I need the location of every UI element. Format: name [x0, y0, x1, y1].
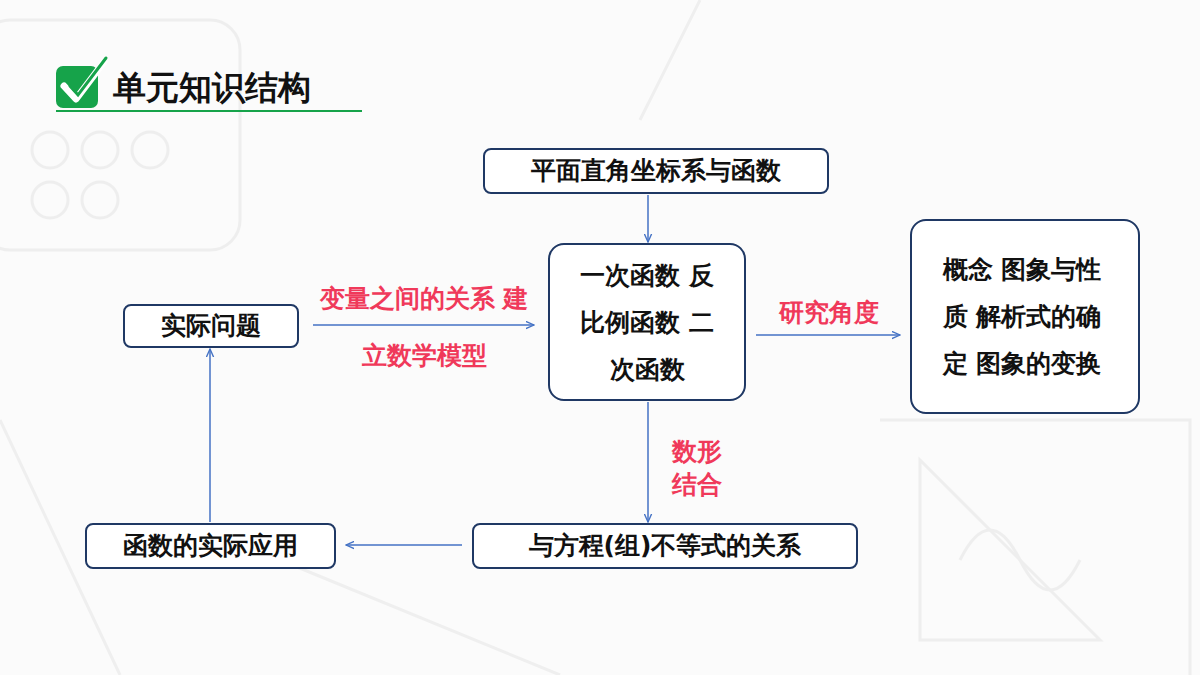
edge-label: 数形结合 — [669, 435, 725, 501]
title-icon — [56, 58, 106, 108]
relation-box: 与方程(组)不等式的关系 — [472, 523, 858, 569]
edge-label: 变量之间的关系 建立数学模型 — [319, 270, 529, 384]
calculator-shape — [0, 20, 240, 250]
topic-box: 平面直角坐标系与函数 — [483, 148, 829, 194]
flow-arrow — [346, 544, 462, 546]
node-label: 一次函数 反比例函数 二次函数 — [577, 252, 717, 393]
slide-title: 单元知识结构 — [113, 66, 311, 111]
function-box: 一次函数 反比例函数 二次函数 — [548, 243, 746, 401]
flow-arrow — [756, 334, 900, 336]
node-label: 函数的实际应用 — [123, 531, 298, 561]
edge-label: 研究角度 — [764, 298, 894, 328]
application-box: 函数的实际应用 — [85, 523, 336, 569]
aspect-box: 概念 图象与性质 解析式的确定 图象的变换 — [910, 219, 1140, 414]
flow-arrow — [313, 324, 534, 326]
node-label: 实际问题 — [161, 311, 261, 341]
flow-arrow — [647, 195, 649, 242]
flow-arrow — [209, 349, 211, 522]
title-underline — [56, 110, 362, 112]
node-label: 平面直角坐标系与函数 — [531, 156, 781, 186]
node-label: 概念 图象与性质 解析式的确定 图象的变换 — [943, 246, 1108, 387]
problem-box: 实际问题 — [123, 304, 299, 348]
flow-arrow — [647, 402, 649, 522]
node-label: 与方程(组)不等式的关系 — [529, 531, 802, 561]
